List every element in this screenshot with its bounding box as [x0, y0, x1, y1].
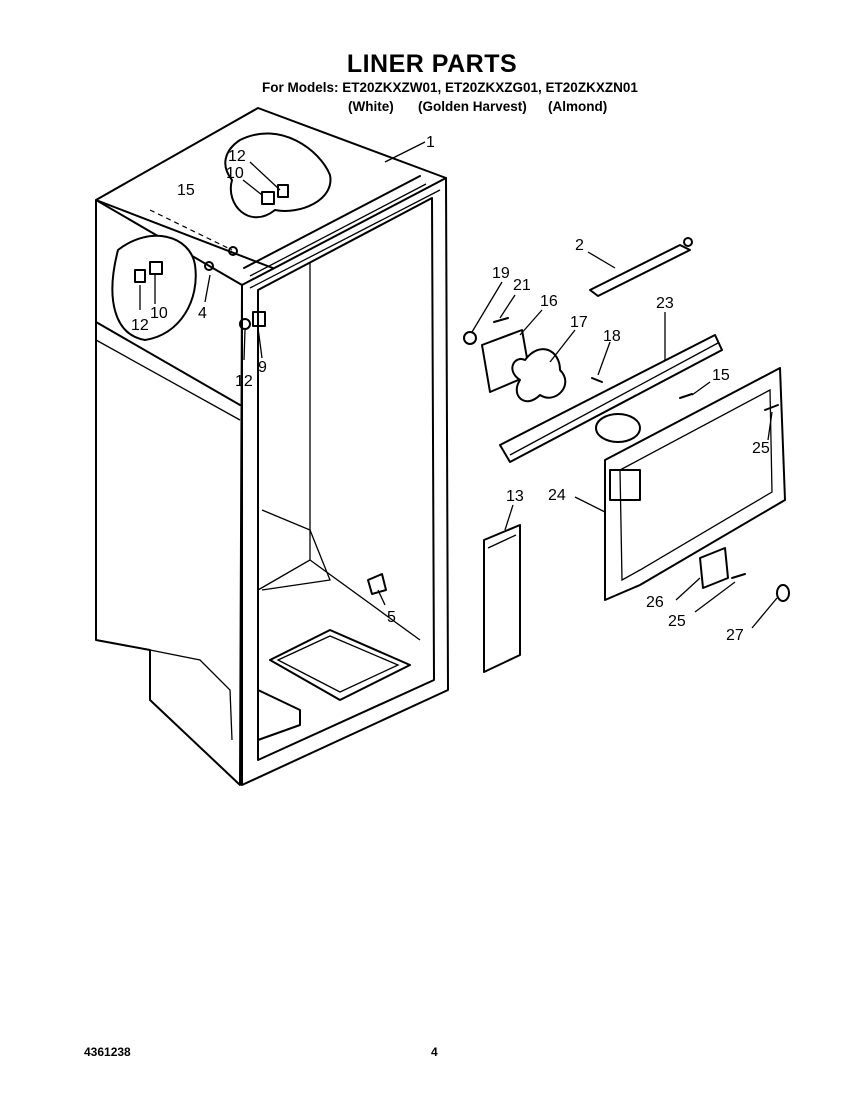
callout-18: 18	[603, 328, 621, 345]
callout-13: 13	[506, 488, 524, 505]
callout-24: 24	[548, 487, 566, 504]
callout-21: 21	[513, 277, 531, 294]
panel-window	[609, 469, 641, 501]
screw-15	[228, 246, 238, 256]
part-26-cover	[699, 547, 729, 589]
part-13-strip	[483, 524, 521, 673]
callout-5: 5	[387, 609, 396, 626]
screw-15-leader	[149, 209, 233, 251]
color-golden-harvest: (Golden Harvest)	[418, 99, 527, 114]
callout-12a: 12	[228, 148, 246, 165]
part-25-screw-upper	[764, 404, 779, 411]
callout-26: 26	[646, 594, 664, 611]
callout-15a: 15	[177, 182, 195, 199]
models-line: For Models: ET20ZKXZW01, ET20ZKXZG01, ET…	[262, 80, 638, 95]
callout-23: 23	[656, 295, 674, 312]
page-number: 4	[431, 1045, 438, 1059]
part-15-screw	[679, 393, 693, 399]
callout-2: 2	[575, 237, 584, 254]
part-18-screw	[591, 377, 603, 383]
hinge-12-top	[277, 184, 289, 198]
callout-9: 9	[258, 359, 267, 376]
leader-lines	[139, 141, 778, 629]
color-white: (White)	[348, 99, 394, 114]
callout-27: 27	[726, 627, 744, 644]
detail-bubble-top	[224, 132, 332, 219]
callout-15b: 15	[712, 367, 730, 384]
part-19-washer	[463, 331, 477, 345]
page-title: LINER PARTS	[346, 50, 518, 78]
part-25-screw-lower	[731, 573, 746, 579]
part-2-end	[683, 237, 693, 247]
part-24-panel	[604, 367, 786, 601]
callout-10b: 10	[150, 305, 168, 322]
part-21-screw	[493, 317, 509, 323]
hinge-10-left	[149, 261, 163, 275]
part-4	[204, 261, 214, 271]
part-27-plug	[776, 584, 790, 602]
part-2-thermistor	[589, 244, 691, 297]
hinge-10-top	[261, 191, 275, 205]
detail-bubble-left	[111, 234, 197, 341]
part-5	[367, 573, 387, 595]
callout-1: 1	[426, 134, 435, 151]
part-17-fan-blade	[511, 348, 567, 403]
part-9	[252, 311, 266, 327]
doc-number: 4361238	[84, 1045, 131, 1059]
callout-25b: 25	[668, 613, 686, 630]
callout-10a: 10	[226, 165, 244, 182]
part-12-front	[239, 318, 251, 330]
callout-16: 16	[540, 293, 558, 310]
callout-4: 4	[198, 305, 207, 322]
color-almond: (Almond)	[548, 99, 608, 114]
callout-25a: 25	[752, 440, 770, 457]
hinge-12-left	[134, 269, 146, 283]
callout-12b: 12	[131, 317, 149, 334]
callout-17: 17	[570, 314, 588, 331]
callout-19: 19	[492, 265, 510, 282]
callouts: 1 2 4 5 9 10 10 12 12 12 13 15 15 16 17 …	[131, 134, 770, 644]
fan-opening	[595, 413, 641, 443]
callout-12c: 12	[235, 373, 253, 390]
